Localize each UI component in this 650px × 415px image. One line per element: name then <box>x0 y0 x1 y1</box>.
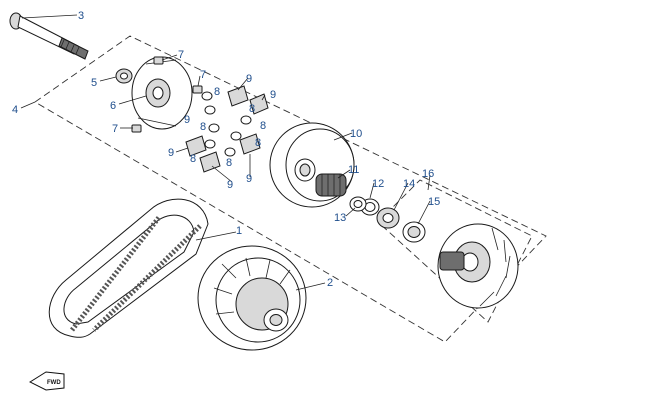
fastener-part-7-top <box>153 56 164 65</box>
callout-labels: 3 4 5 6 7 7 7 8 8 8 8 8 8 8 9 9 9 9 9 9 … <box>12 10 440 289</box>
callout-14: 14 <box>403 178 415 190</box>
fastener-part-7-mid <box>192 85 203 94</box>
rollers-part-8 <box>201 91 252 157</box>
nut-part-5 <box>115 68 133 84</box>
fwd-text: FWD <box>47 380 61 386</box>
callout-9-f: 9 <box>246 173 252 185</box>
callout-3: 3 <box>78 10 84 22</box>
belt-part-1 <box>48 198 209 338</box>
fastener-part-7-low <box>131 124 142 133</box>
callout-9-b: 9 <box>270 89 276 101</box>
callout-8-c: 8 <box>260 120 266 132</box>
spring-part-11 <box>315 173 347 197</box>
callout-11: 11 <box>348 164 359 176</box>
weights-part-9 <box>185 85 269 173</box>
callout-8-a: 8 <box>214 86 220 98</box>
callout-2: 2 <box>327 277 333 289</box>
callout-16: 16 <box>422 168 434 180</box>
callout-5: 5 <box>91 77 97 89</box>
callout-15: 15 <box>428 196 440 208</box>
driven-clutch-part-2 <box>197 245 307 351</box>
bushing-part-14 <box>376 207 400 229</box>
callout-8-f: 8 <box>190 153 196 165</box>
bolt-part-3 <box>9 12 89 60</box>
leader-lines <box>20 14 431 291</box>
callout-7-top: 7 <box>178 49 184 61</box>
callout-4: 4 <box>12 104 18 116</box>
ramp-plate-part-6 <box>131 56 193 130</box>
callout-8-e: 8 <box>255 137 261 149</box>
callout-8-g: 8 <box>226 157 232 169</box>
callout-10: 10 <box>350 128 362 140</box>
callout-9-d: 9 <box>168 147 174 159</box>
callout-13: 13 <box>334 212 346 224</box>
washer-part-13 <box>349 196 367 212</box>
bearing-part-15 <box>402 221 426 243</box>
callout-9-a: 9 <box>246 73 252 85</box>
fwd-direction-badge: FWD <box>28 371 65 391</box>
assembly-frame-4 <box>34 35 547 343</box>
callout-12: 12 <box>372 178 384 190</box>
callout-9-c: 9 <box>184 114 190 126</box>
callout-7-mid: 7 <box>200 69 206 81</box>
fixed-sheave <box>437 223 519 309</box>
callout-1: 1 <box>236 225 242 237</box>
callout-8-b: 8 <box>249 103 255 115</box>
callout-6: 6 <box>110 100 116 112</box>
callout-8-d: 8 <box>200 121 206 133</box>
callout-9-e: 9 <box>227 179 233 191</box>
callout-7-low: 7 <box>112 123 118 135</box>
